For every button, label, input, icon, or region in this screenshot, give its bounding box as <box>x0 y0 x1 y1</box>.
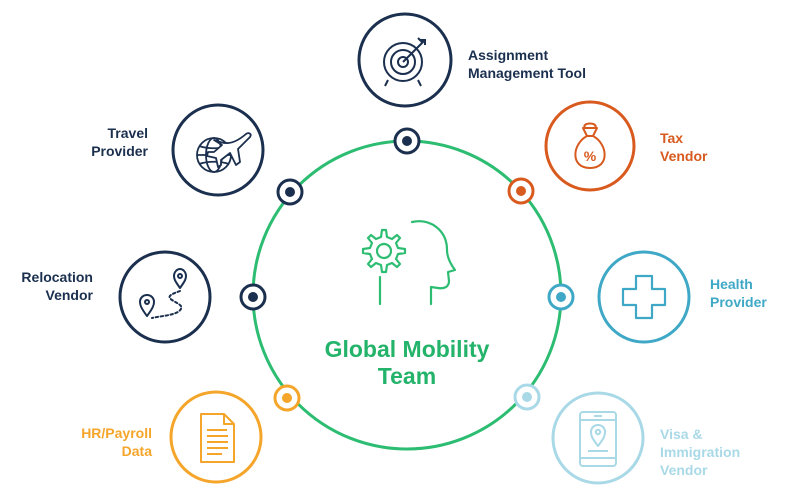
center-title-line2: Team <box>377 363 437 389</box>
medical-cross-icon <box>621 274 667 320</box>
label-hr: HR/Payroll Data <box>40 424 152 460</box>
node-tax: % <box>544 100 636 192</box>
node-health <box>597 250 691 344</box>
label-visa-line3: Vendor <box>660 462 708 478</box>
connector-tax <box>507 177 535 205</box>
label-travel: Travel Provider <box>40 124 148 160</box>
label-assignment-line2: Management Tool <box>468 65 586 81</box>
connector-relocation <box>239 283 267 311</box>
label-tax-line1: Tax <box>660 130 684 146</box>
node-hr <box>169 390 263 484</box>
ring-connectors <box>239 127 575 412</box>
center-title-line1: Global Mobility <box>324 336 490 362</box>
globe-airplane-icon <box>196 132 252 173</box>
node-relocation <box>118 250 212 344</box>
node-assignment <box>357 12 453 108</box>
label-tax-line2: Vendor <box>660 148 708 164</box>
label-travel-line2: Provider <box>91 143 148 159</box>
target-icon <box>383 37 426 87</box>
center-title: Global Mobility Team <box>292 336 522 390</box>
label-visa: Visa & Immigration Vendor <box>660 425 740 479</box>
label-travel-line1: Travel <box>107 125 148 141</box>
label-relocation: Relocation Vendor <box>0 268 93 304</box>
label-hr-line1: HR/Payroll <box>81 425 152 441</box>
connector-travel <box>276 178 304 206</box>
label-relocation-line2: Vendor <box>45 287 93 303</box>
label-assignment: Assignment Management Tool <box>468 46 586 82</box>
svg-text:%: % <box>584 148 597 164</box>
label-health-line2: Provider <box>710 294 767 310</box>
label-visa-line2: Immigration <box>660 444 741 460</box>
node-travel <box>171 103 265 197</box>
label-assignment-line1: Assignment <box>468 47 549 63</box>
mobile-location-icon <box>579 411 617 467</box>
connector-visa <box>513 383 541 411</box>
map-route-icon <box>139 268 187 319</box>
label-hr-line2: Data <box>121 443 152 459</box>
connector-assignment <box>393 127 421 155</box>
document-icon <box>200 413 235 463</box>
label-visa-line1: Visa & <box>660 426 703 442</box>
label-tax: Tax Vendor <box>660 129 707 165</box>
gear-head-icon <box>361 220 457 306</box>
label-health: Health Provider <box>710 275 767 311</box>
connector-health <box>547 283 575 311</box>
label-relocation-line1: Relocation <box>21 269 93 285</box>
connector-hr <box>273 384 301 412</box>
label-health-line1: Health <box>710 276 753 292</box>
money-bag-percent-icon: % <box>574 122 606 169</box>
node-visa <box>551 391 645 485</box>
